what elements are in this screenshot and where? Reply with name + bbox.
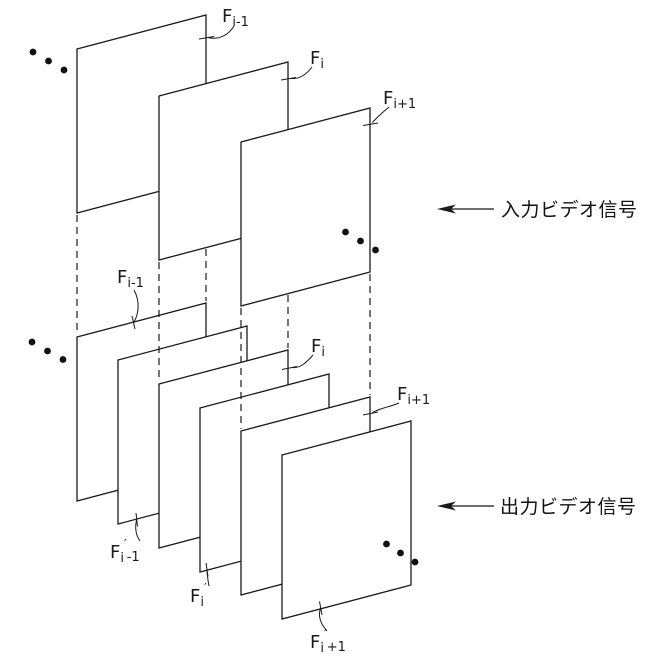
leader-output-i: [291, 354, 314, 369]
dot-icon: [357, 237, 364, 245]
leader-tick: [362, 411, 379, 416]
sync-dashed-lines: [76, 215, 371, 429]
leader-output-prime-i-minus-1: [135, 519, 141, 542]
leader-tick: [280, 77, 297, 81]
leader-tick: [135, 512, 138, 527]
input-signal-annotation: 入力ビデオ信号: [437, 199, 638, 221]
left-arrowhead-icon: [437, 501, 456, 511]
dot-icon: [28, 338, 36, 346]
output-frame-group: [76, 302, 412, 620]
dot-icon: [29, 48, 37, 56]
leader-input-i-plus-1: [372, 106, 390, 123]
dot-icon: [59, 356, 67, 363]
dot-icon: [397, 549, 404, 557]
ellipsis-dots-output-right: [383, 540, 419, 566]
leader-output-prime-i-plus-1: [318, 607, 328, 632]
label-leader-lines: [131, 25, 400, 632]
leader-input-i-minus-1: [207, 25, 235, 39]
leader-tick: [131, 315, 136, 330]
label-input-frame-i: Fi: [310, 48, 324, 72]
leader-output-i-minus-1: [133, 289, 139, 323]
input-signal-label: 入力ビデオ信号: [501, 199, 638, 221]
input-frame-group: [76, 14, 371, 307]
label-output-frame-i-plus-1: Fi+1: [397, 384, 430, 408]
dot-icon: [411, 558, 419, 566]
label-output-frame-i: Fi: [311, 336, 325, 360]
input-frame-i-plus-1: [240, 107, 371, 307]
label-output-frame-prime-i-plus-1: Fi′+1: [310, 627, 346, 656]
label-output-frame-i-minus-1: Fi-1: [117, 267, 144, 291]
label-output-frame-prime-i-minus-1: Fi′-1: [110, 537, 140, 566]
ellipsis-dots-output-left: [28, 338, 67, 363]
leader-tick: [198, 36, 215, 40]
left-arrowhead-icon: [437, 204, 456, 214]
leader-input-i: [290, 66, 313, 80]
output-signal-label: 出力ビデオ信号: [500, 496, 637, 518]
output-frame-i-plus-1-prime: [281, 420, 412, 620]
leader-tick: [362, 122, 379, 126]
dot-icon: [372, 246, 379, 254]
leader-tick: [319, 601, 323, 616]
dot-icon: [60, 66, 68, 74]
leader-tick: [205, 562, 209, 577]
label-input-frame-i-minus-1: Fi-1: [222, 6, 249, 30]
dot-icon: [342, 228, 349, 236]
leader-tick: [281, 366, 298, 370]
dot-icon: [45, 57, 52, 65]
label-input-frame-i-plus-1: Fi+1: [383, 88, 416, 112]
dot-icon: [383, 540, 390, 548]
output-signal-annotation: 出力ビデオ信号: [437, 496, 637, 518]
ellipsis-dots-input-right: [342, 228, 379, 254]
ellipsis-dots-input-left: [29, 48, 68, 74]
leader-output-i-plus-1: [372, 402, 400, 413]
label-output-frame-prime-i: Fi′: [190, 581, 207, 610]
dot-icon: [44, 347, 51, 355]
